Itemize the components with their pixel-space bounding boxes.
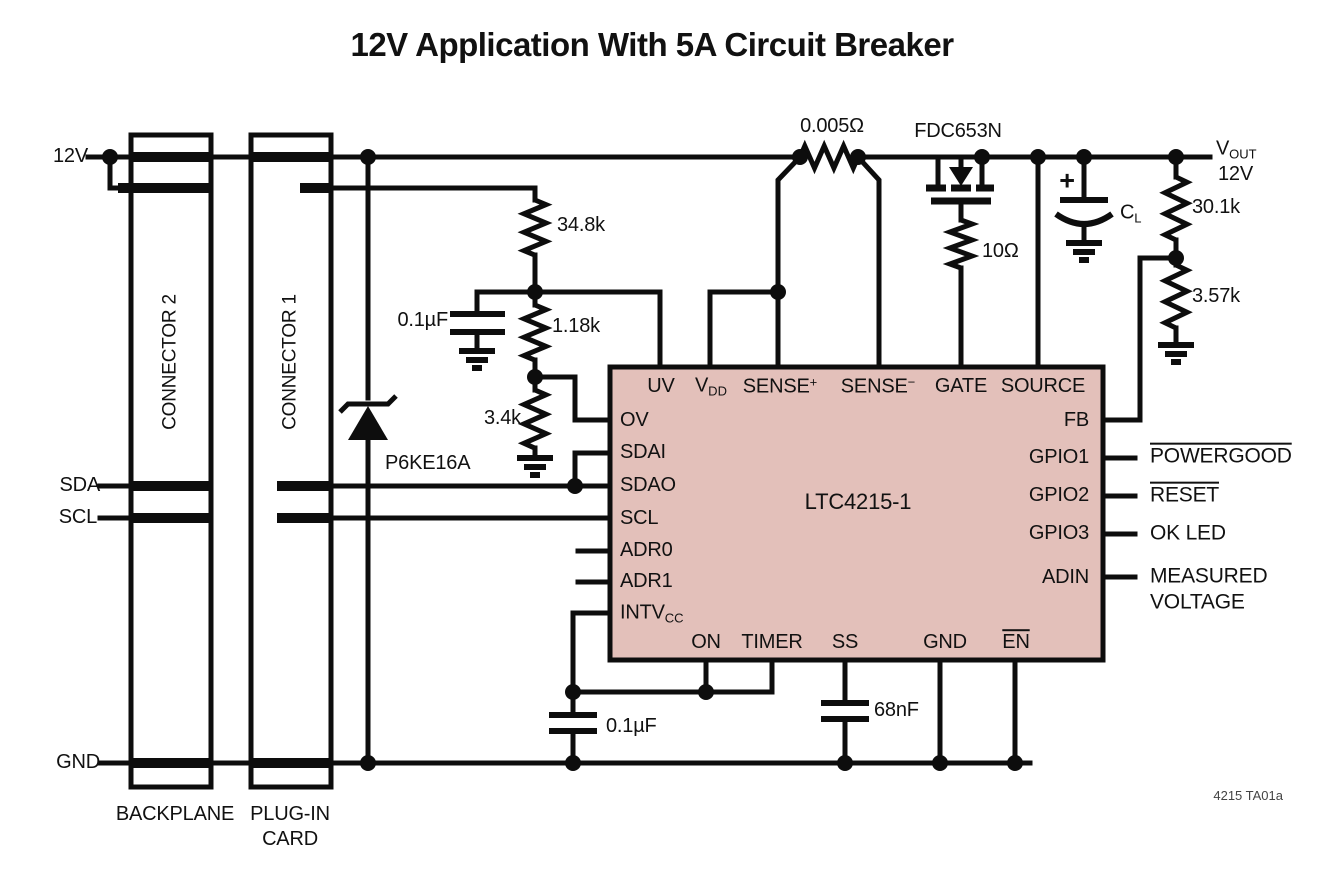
load-cap-name-base: C [1120,201,1135,224]
ic-pin-sense-minus-sup: − [907,374,916,390]
ic-pin-en: EN [1002,631,1030,654]
junction-dots [102,149,1184,771]
ic-pin-uv: UV [647,375,675,398]
load-cap-curved-plate [1054,211,1114,227]
uv-mid-resistor-symbol [517,302,553,363]
uv-filter-cap-symbol [450,311,505,335]
ic-pin-sense-plus-sup: + [809,374,818,390]
uv-mid-resistor-value: 1.18k [552,315,600,338]
ic-pin-fb: FB [1063,409,1089,432]
capacitors [450,197,1114,734]
net-label-vout: VOUT [1216,138,1257,161]
gate-resistor-value: 10Ω [982,240,1019,263]
ic-pin-vdd-sub: DD [708,383,727,399]
ic-pin-adin: ADIN [1042,566,1089,589]
ic-pin-ss: SS [831,631,859,654]
connector2-outline [128,132,214,790]
connector1-outline [248,132,334,790]
fb-top-resistor-symbol [1159,174,1193,243]
net-label-scl: SCL [58,506,98,529]
load-cap-plus-sign: + [1059,165,1075,196]
sense-resistor-symbol [797,139,861,175]
ic-pin-sdai: SDAI [620,441,666,464]
net-label-12v: 12V [53,145,88,168]
net-label-vout-voltage: 12V [1218,163,1253,186]
ic-pin-sense-plus: SENSE+ [742,374,818,399]
connector2-label: CONNECTOR 2 [159,294,181,430]
ground-3p57k [1158,342,1194,365]
ic-pin-gpio1: GPIO1 [1028,446,1089,469]
page-title: 12V Application With 5A Circuit Breaker [350,26,954,63]
connector-outlines [128,132,334,790]
tvs-diode-partnumber: P6KE16A [385,452,471,475]
ic-pin-sdao: SDAO [620,474,676,497]
uv-bot-resistor-value: 3.4k [483,407,521,430]
vout-sub: OUT [1229,146,1257,162]
ground-3p4k [517,455,553,478]
ic-pin-sense-minus: SENSE− [840,374,916,399]
output-label-reset: RESET [1150,483,1220,507]
wires [85,153,1213,766]
backplane-label: BACKPLANE [115,803,235,826]
ic-pin-sense-minus-base: SENSE [840,375,908,398]
ss-cap-value: 68nF [874,699,919,722]
ss-cap-symbol [821,700,869,722]
fb-top-resistor-value: 30.1k [1192,196,1240,219]
resistors [517,139,1193,451]
vout-base: V [1216,137,1230,160]
output-label-ok-led: OK LED [1150,521,1226,545]
ic-pin-adr1: ADR1 [620,570,673,593]
load-cap-name: CL [1120,202,1141,225]
ic-pin-gnd: GND [923,631,967,654]
ic-pin-vdd-base: V [695,374,709,397]
ic-pin-adr0: ADR0 [620,539,673,562]
ic-pin-gpio2: GPIO2 [1028,484,1089,507]
connector-pins [118,152,332,768]
uv-top-resistor-value: 34.8k [557,214,605,237]
uv-bot-resistor-symbol [517,387,553,451]
net-label-gnd: GND [56,751,100,774]
ic-pin-intvcc-sub: CC [664,610,684,626]
ic-pin-gate: GATE [934,375,988,398]
ic-pin-ov: OV [620,409,649,432]
plugin-card-label-line2: CARD [262,828,318,851]
sense-resistor-value: 0.005Ω [800,115,864,138]
mosfet-partnumber: FDC653N [914,120,1002,143]
output-label-powergood: POWERGOOD [1150,444,1292,468]
ground-uv-cap [459,348,495,371]
ic-pin-intvcc-base: INTV [620,601,665,624]
tvs-diode-symbol [338,394,398,440]
ic-pin-gpio3: GPIO3 [1028,522,1089,545]
timer-cap-value: 0.1µF [606,715,657,738]
fb-bot-resistor-value: 3.57k [1192,285,1240,308]
ic-pin-scl: SCL [620,507,659,530]
body-diode-icon [949,167,973,186]
net-label-sda: SDA [59,474,100,497]
ic-pin-timer: TIMER [741,631,803,654]
ground-load-cap [1066,240,1102,263]
load-cap-name-sub: L [1134,210,1142,226]
output-label-voltage: VOLTAGE [1150,590,1245,614]
connector1-label: CONNECTOR 1 [279,294,301,430]
timer-cap-symbol [549,712,597,734]
fb-bot-resistor-symbol [1159,262,1193,331]
ic-pin-vdd: VDD [695,375,727,398]
gate-resistor-symbol [942,217,980,271]
uv-filter-cap-value: 0.1µF [397,309,448,332]
plugin-card-label-line1: PLUG-IN [250,803,330,826]
ground-symbols [459,240,1194,478]
ic-pin-on: ON [691,631,721,654]
output-label-measured: MEASURED [1150,564,1268,588]
figure-note: 4215 TA01a [1213,787,1283,803]
mosfet-symbol [926,167,994,205]
ic-pin-source: SOURCE [1000,375,1086,398]
ic-pin-sense-plus-base: SENSE [742,375,810,398]
ic-pin-intvcc: INTVCC [620,602,684,625]
ic-body [607,364,1106,663]
uv-top-resistor-symbol [517,197,553,258]
ic-name: LTC4215-1 [804,489,912,515]
